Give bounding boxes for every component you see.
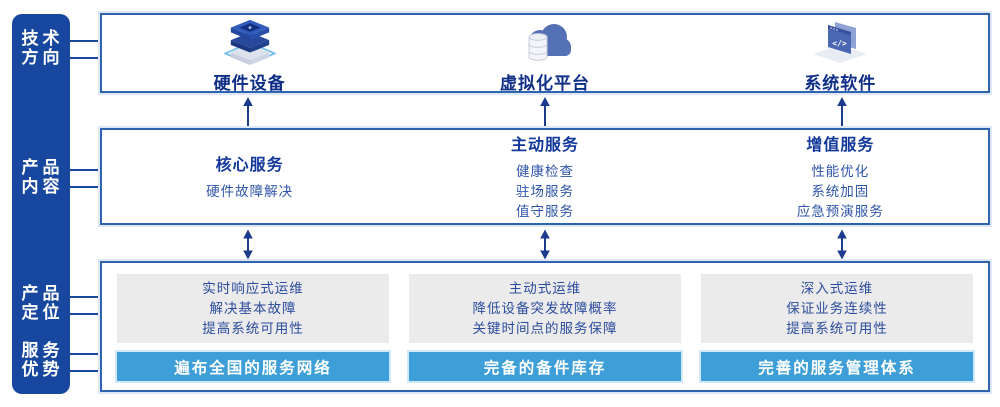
- content-item: 应急预演服务: [796, 204, 884, 219]
- connector-line: [68, 57, 102, 59]
- double-arrow-icon: [243, 229, 254, 259]
- double-arrow-icon: [836, 229, 847, 259]
- up-arrow-icon: [540, 96, 550, 126]
- content-item: 值守服务: [515, 204, 574, 219]
- cloud-database-icon: [513, 18, 577, 66]
- positioning-line: 提高系统可用性: [202, 320, 304, 336]
- positioning-line: 解决基本故障: [209, 300, 297, 316]
- hardware-stack-icon: [218, 18, 282, 66]
- positioning-line: 提高系统可用性: [786, 320, 888, 336]
- connector-line: [68, 40, 102, 42]
- positioning-panel: 深入式运维 保证业务连续性 提高系统可用性: [701, 274, 973, 343]
- content-title: 主动服务: [510, 137, 579, 154]
- up-arrow-row: [100, 95, 990, 127]
- tech-item-system-software: </> 系统软件: [693, 15, 988, 93]
- positioning-panel: 主动式运维 降低设备突发故障概率 关键时间点的服务保障: [409, 274, 681, 343]
- content-col-core-service: 核心服务 硬件故障解决: [102, 130, 397, 223]
- code-window-icon: </>: [808, 18, 872, 66]
- positioning-col-deep: 深入式运维 保证业务连续性 提高系统可用性 完善的服务管理体系: [701, 274, 973, 381]
- connector-line: [68, 186, 102, 188]
- positioning-col-proactive: 主动式运维 降低设备突发故障概率 关键时间点的服务保障 完备的备件库存: [409, 274, 681, 381]
- content-item: 系统加固: [811, 184, 870, 199]
- svg-text:</>: </>: [833, 39, 848, 48]
- category-product-positioning: 产品 定位: [21, 284, 64, 322]
- tech-item-label: 虚拟化平台: [499, 74, 590, 93]
- connector-line: [68, 169, 102, 171]
- up-arrow-icon: [836, 96, 847, 126]
- connector-line: [68, 370, 102, 372]
- tech-item-virtualization: 虚拟化平台: [397, 15, 692, 93]
- content-item: 性能优化: [811, 164, 870, 179]
- category-tech-direction: 技术 方向: [21, 29, 64, 67]
- up-arrow-icon: [243, 96, 254, 126]
- content-col-value-added-service: 增值服务 性能优化 系统加固 应急预演服务: [693, 130, 988, 223]
- content-title: 增值服务: [806, 137, 875, 154]
- tech-direction-box: 硬件设备 虚拟化平台: [100, 13, 990, 93]
- connector-line: [68, 296, 102, 298]
- double-arrow-row: [100, 228, 990, 260]
- positioning-line: 保证业务连续性: [786, 300, 888, 316]
- connector-line: [68, 313, 102, 315]
- positioning-line: 降低设备突发故障概率: [472, 300, 618, 316]
- tech-item-hardware: 硬件设备: [102, 15, 397, 93]
- positioning-col-realtime: 实时响应式运维 解决基本故障 提高系统可用性 遍布全国的服务网络: [117, 274, 389, 381]
- advantage-bar: 遍布全国的服务网络: [117, 352, 389, 381]
- left-category-bar: 技术 方向 产品 内容 产品 定位 服务 优势: [12, 14, 70, 394]
- advantage-bar: 完备的备件库存: [409, 352, 681, 381]
- content-col-proactive-service: 主动服务 健康检查 驻场服务 值守服务: [397, 130, 692, 223]
- positioning-advantage-box: 实时响应式运维 解决基本故障 提高系统可用性 遍布全国的服务网络 主动式运维 降…: [100, 261, 990, 392]
- connector-line: [68, 353, 102, 355]
- content-item: 硬件故障解决: [206, 184, 294, 199]
- content-item: 驻场服务: [515, 184, 574, 199]
- advantage-bar: 完善的服务管理体系: [701, 352, 973, 381]
- positioning-line: 关键时间点的服务保障: [472, 320, 618, 336]
- content-item: 健康检查: [515, 164, 574, 179]
- category-product-content: 产品 内容: [21, 158, 64, 196]
- positioning-line: 深入式运维: [800, 280, 874, 296]
- content-title: 核心服务: [215, 157, 284, 174]
- double-arrow-icon: [540, 229, 550, 259]
- positioning-line: 实时响应式运维: [202, 280, 304, 296]
- positioning-panel: 实时响应式运维 解决基本故障 提高系统可用性: [117, 274, 389, 343]
- tech-item-label: 硬件设备: [213, 74, 286, 93]
- product-content-box: 核心服务 硬件故障解决 主动服务 健康检查 驻场服务 值守服务 增值服务 性能优…: [100, 128, 990, 225]
- category-service-advantage: 服务 优势: [21, 341, 64, 379]
- tech-item-label: 系统软件: [804, 74, 877, 93]
- positioning-line: 主动式运维: [508, 280, 582, 296]
